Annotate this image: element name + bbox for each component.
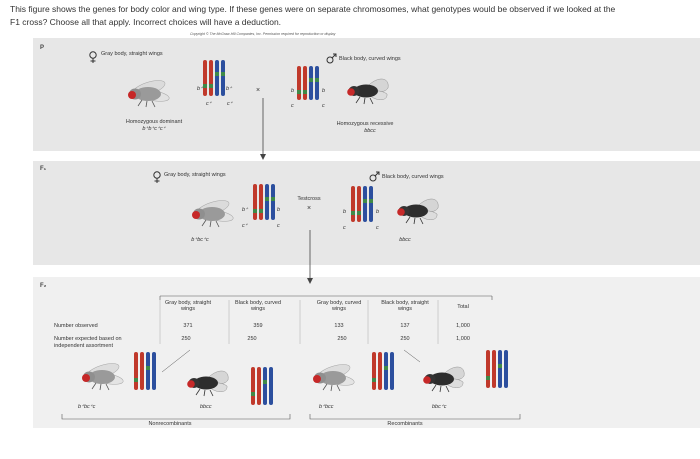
p-female-genotype: b⁺b⁺c⁺c⁺ xyxy=(142,126,166,132)
arrow-head xyxy=(260,154,266,160)
chromosomes-f2-2 xyxy=(251,367,273,405)
p-male-label: Black body, curved wings xyxy=(339,56,401,62)
chromosomes-female-f1 xyxy=(253,184,275,220)
row-label-f1: F₁ xyxy=(40,166,47,172)
chromosomes-f2-4 xyxy=(486,350,508,388)
p-allele-b-plus: b⁺ xyxy=(197,86,203,92)
arrow-head xyxy=(307,278,313,284)
f2-header-black-curved: Black body, curved wings xyxy=(234,300,282,312)
f1-cross-symbol: × xyxy=(306,205,312,212)
chromosomes-f2-1 xyxy=(134,352,156,390)
row-label-f2: F₂ xyxy=(40,283,47,289)
f2-genotype-2: bbcc xyxy=(200,404,212,410)
f1-allele-c: c xyxy=(277,223,280,229)
chromosomes-female-p xyxy=(203,60,225,96)
p-male-genotype: bbcc xyxy=(364,128,376,134)
male-symbol-p xyxy=(326,53,337,64)
f2-panel xyxy=(33,277,700,428)
f1-male-allele-b-2: b xyxy=(376,209,380,215)
p-allele-b-plus-2: b⁺ xyxy=(226,86,232,92)
question-text: This figure shows the genes for body col… xyxy=(10,3,700,29)
f1-female-label: Gray body, straight wings xyxy=(164,172,226,178)
f2-observed-gray-straight: 371 xyxy=(183,323,193,329)
chromosomes-f2-3 xyxy=(372,352,394,390)
f2-header-black-straight: Black body, straight wings xyxy=(381,300,429,312)
p-allele-c: c xyxy=(291,103,294,109)
copyright-notice: Copyright © The McGraw-Hill Companies, I… xyxy=(190,32,336,36)
f2-bracket-top xyxy=(159,295,493,300)
recombinants-label: Recombinants xyxy=(387,421,423,427)
f2-genotype-3: b⁺bcc xyxy=(319,404,334,410)
f1-male-allele-b: b xyxy=(343,209,347,215)
fly-gray-straight-p xyxy=(127,76,171,108)
question-line-1: This figure shows the genes for body col… xyxy=(10,4,616,14)
f1-male-allele-c-2: c xyxy=(376,225,379,231)
f2-observed-total: 1,000 xyxy=(456,323,470,329)
f1-male-genotype: bbcc xyxy=(399,237,411,243)
fly-f2-gray-straight xyxy=(81,359,125,391)
f1-allele-b: b xyxy=(277,207,281,213)
chromosomes-male-p xyxy=(297,66,319,100)
fly-f2-black-straight xyxy=(422,366,465,393)
female-symbol-p xyxy=(89,51,97,63)
fly-f2-black-curved xyxy=(186,370,229,397)
f2-observed-gray-curved: 133 xyxy=(334,323,344,329)
f2-expected-gray-curved: 250 xyxy=(337,336,347,342)
question-line-2: F1 cross? Choose all that apply. Incorre… xyxy=(10,17,282,27)
f2-expected-label: Number expected based on independent ass… xyxy=(54,336,122,349)
p-allele-c-2: c xyxy=(322,103,325,109)
f2-observed-label: Number observed xyxy=(54,323,98,329)
fly-black-curved-f1 xyxy=(396,198,439,225)
male-symbol-f1 xyxy=(369,171,380,182)
f2-expected-gray-straight: 250 xyxy=(181,336,191,342)
row-label-p: P xyxy=(40,45,45,51)
p-cross-symbol: × xyxy=(256,87,261,94)
p-allele-c-plus: c⁺ xyxy=(206,101,212,107)
f2-table-grid xyxy=(159,300,439,344)
pointer-line xyxy=(403,349,421,363)
p-female-label: Gray body, straight wings xyxy=(101,51,163,57)
f1-allele-b-plus: b⁺ xyxy=(242,207,248,213)
p-allele-c-plus-2: c⁺ xyxy=(227,101,233,107)
f2-header-total: Total xyxy=(457,304,469,310)
f2-expected-black-straight: 250 xyxy=(400,336,410,342)
f2-header-gray-straight: Gray body, straight wings xyxy=(164,300,212,312)
fly-black-curved-p xyxy=(346,78,389,105)
nonrecombinants-label: Nonrecombinants xyxy=(148,421,192,427)
f2-header-gray-curved: Gray body, curved wings xyxy=(316,300,362,312)
f1-female-genotype: b⁺bc⁺c xyxy=(191,237,209,243)
p-female-description: Homozygous dominant xyxy=(125,119,183,125)
f2-genotype-1: b⁺bc⁺c xyxy=(78,404,96,410)
p-male-description: Homozygous recessive xyxy=(336,121,394,127)
chromosomes-male-f1 xyxy=(351,186,373,222)
recombinants-bracket xyxy=(309,414,521,420)
f2-expected-total: 1,000 xyxy=(456,336,470,342)
nonrecombinants-bracket xyxy=(61,414,291,420)
fly-f2-gray-curved xyxy=(312,360,356,392)
female-symbol-f1 xyxy=(153,171,161,183)
f1-male-allele-c: c xyxy=(343,225,346,231)
f1-allele-c-plus: c⁺ xyxy=(242,223,248,229)
f2-observed-black-straight: 137 xyxy=(400,323,410,329)
pointer-line xyxy=(161,349,191,373)
f2-genotype-4: bbc⁺c xyxy=(432,404,447,410)
fly-gray-straight-f1 xyxy=(191,196,235,228)
f2-expected-black-curved: 250 xyxy=(247,336,257,342)
testcross-label: Testcross xyxy=(297,196,321,202)
p-allele-b: b xyxy=(291,88,295,94)
p-allele-b-2: b xyxy=(322,88,326,94)
f1-male-label: Black body, curved wings xyxy=(382,174,444,180)
f2-observed-black-curved: 359 xyxy=(253,323,263,329)
